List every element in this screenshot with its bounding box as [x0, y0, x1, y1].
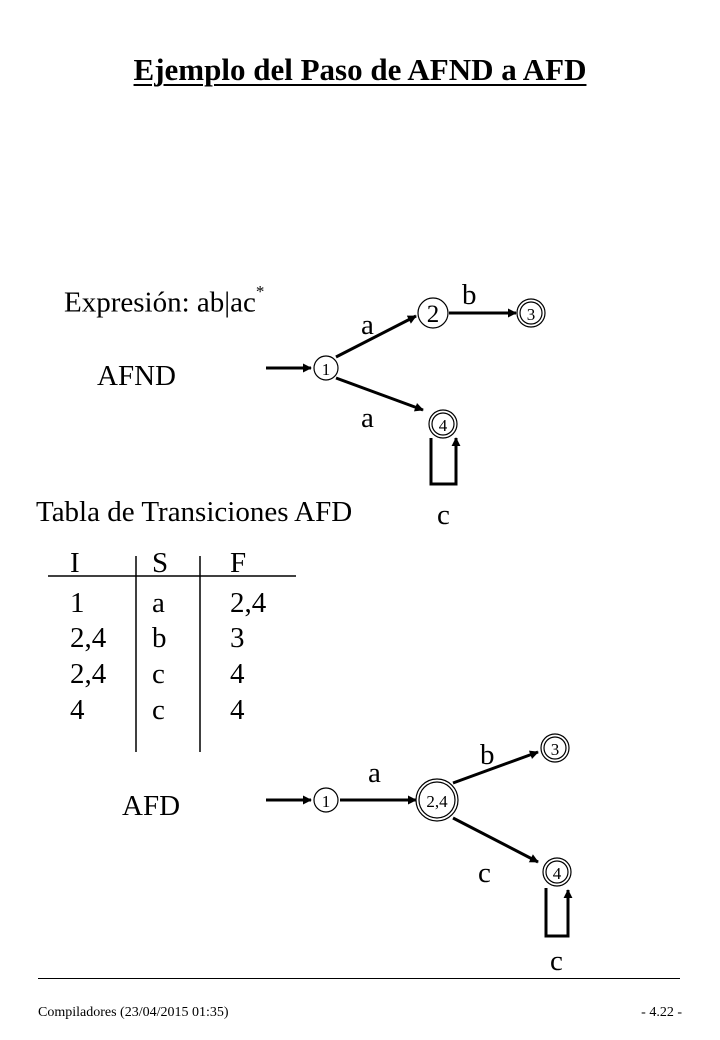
afd-state-3-accept-ring	[543, 736, 567, 760]
table-cell: 4	[230, 694, 245, 726]
table-cell: b	[152, 622, 167, 654]
afnd-edge-1-4	[335, 376, 424, 412]
table-cell: 2,4	[70, 658, 107, 690]
footer-rule	[38, 978, 680, 979]
afd-edge-label: a	[368, 757, 381, 789]
afd-state-3	[540, 733, 570, 763]
afnd-edge-1-2	[335, 314, 417, 359]
afd-state-24	[415, 778, 459, 822]
afd-state-label: 4	[553, 864, 562, 883]
afnd-state-label: 1	[322, 360, 331, 379]
table-cell: 3	[230, 622, 245, 654]
afd-state-label: 2,4	[426, 792, 448, 811]
afd-edge-label: b	[480, 739, 495, 771]
page-number: - 4.22 -	[641, 1005, 682, 1020]
table-cell: 4	[230, 658, 245, 690]
afd-loop-4	[544, 888, 573, 938]
table-cell: 1	[70, 587, 85, 619]
page-title: Ejemplo del Paso de AFND a AFD	[133, 52, 587, 87]
afnd-diagram: 1 2 3 4 a b a c	[266, 279, 546, 531]
table-cell: a	[152, 587, 165, 619]
afd-state-label: 3	[551, 740, 560, 759]
afnd-state-4-accept-ring	[431, 412, 455, 436]
afd-edge-24-4	[452, 816, 539, 864]
afd-state-4	[542, 857, 572, 887]
afd-edge-24-3	[452, 750, 539, 785]
afnd-edge-label: b	[462, 279, 477, 311]
afd-diagram: 1 2,4 3 4 a b c c	[266, 733, 573, 977]
afnd-edge-label: a	[361, 402, 374, 434]
afnd-loop-4	[429, 437, 461, 486]
afd-edge-label: c	[550, 945, 563, 977]
afnd-edge-label: a	[361, 309, 374, 341]
table-cell: 2,4	[70, 622, 107, 654]
table-header-i: I	[70, 547, 80, 579]
afnd-state-label: 2	[427, 301, 440, 328]
afnd-state-2	[417, 297, 449, 329]
table-cell: c	[152, 658, 165, 690]
table-cell: c	[152, 694, 165, 726]
afnd-edge-label: c	[437, 499, 450, 531]
table-header-f: F	[230, 547, 247, 579]
afd-label: AFD	[122, 790, 181, 822]
afnd-label: AFND	[97, 360, 176, 392]
expression: Expresión: ab|ac*	[64, 282, 264, 320]
table-cell: 2,4	[230, 587, 267, 619]
expression-text: Expresión: ab|ac	[64, 286, 256, 319]
expression-superscript: *	[255, 282, 265, 301]
afd-edge-label: c	[478, 857, 491, 889]
afnd-state-3	[516, 298, 546, 328]
table-cell: 4	[70, 694, 85, 726]
afnd-state-label: 3	[527, 305, 536, 324]
afnd-state-3-accept-ring	[519, 301, 543, 325]
table-title: Tabla de Transiciones AFD	[36, 496, 353, 528]
afnd-state-4	[428, 409, 458, 439]
afd-state-1	[313, 787, 339, 813]
afnd-state-1	[313, 355, 339, 381]
afnd-state-label: 4	[439, 416, 448, 435]
afd-state-4-accept-ring	[545, 860, 569, 884]
footer-left-text: Compiladores (23/04/2015 01:35)	[38, 1005, 229, 1020]
table-header-s: S	[152, 547, 169, 579]
afd-state-label: 1	[322, 792, 331, 811]
afd-state-24-accept-ring	[418, 781, 456, 819]
